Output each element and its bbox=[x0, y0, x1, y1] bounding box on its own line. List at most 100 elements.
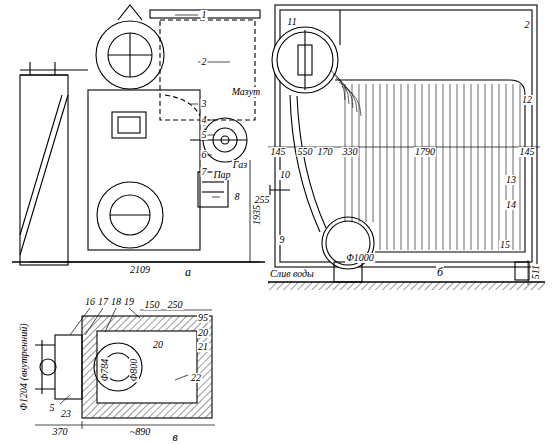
lower-drum bbox=[322, 217, 374, 269]
callout-label: ~890 bbox=[129, 427, 151, 437]
boiler-tube bbox=[380, 84, 381, 250]
callout-label: 1 bbox=[201, 10, 208, 20]
callout-label: 10 bbox=[279, 170, 291, 180]
callout-label: Газ bbox=[232, 160, 248, 170]
callout-label: 16 bbox=[84, 297, 96, 307]
callout-label: Φ800 bbox=[129, 358, 139, 383]
partition bbox=[339, 10, 340, 45]
callout-label: 5 bbox=[49, 403, 56, 413]
boiler-tube bbox=[408, 84, 409, 250]
furnace-door bbox=[112, 112, 146, 138]
callout-label: 21 bbox=[197, 342, 209, 352]
boiler-tube bbox=[499, 84, 500, 250]
callout-label: 2109 bbox=[129, 265, 151, 275]
furnace-door-inner bbox=[118, 117, 140, 133]
furnace-wall bbox=[82, 316, 212, 418]
support-leg bbox=[515, 262, 529, 280]
leader-lines bbox=[175, 375, 188, 380]
callout-label: 22 bbox=[190, 373, 202, 383]
drum-axis bbox=[110, 214, 150, 215]
boiler-tube bbox=[478, 84, 479, 250]
foundation-hatch bbox=[268, 282, 545, 290]
boiler-tube bbox=[330, 70, 345, 100]
boiler-tube bbox=[339, 82, 357, 112]
screen-tube bbox=[297, 96, 326, 228]
stair-frame bbox=[20, 75, 68, 265]
furnace-chamber bbox=[97, 331, 197, 403]
callout-label: Φ1204 (внутренний) bbox=[19, 322, 29, 411]
boiler-tube bbox=[422, 84, 423, 250]
callout-label: б bbox=[436, 266, 444, 278]
callout-label: Слив воды bbox=[269, 269, 315, 279]
callout-label: 11 bbox=[286, 17, 297, 27]
callout-label: 95 bbox=[197, 313, 209, 323]
callout-label: 150 bbox=[144, 300, 161, 310]
callout-label: 20 bbox=[197, 328, 209, 338]
boiler-tube bbox=[457, 84, 458, 250]
burner-pipe bbox=[190, 139, 247, 140]
side-section bbox=[268, 5, 545, 290]
callout-label: 18 bbox=[110, 297, 122, 307]
dimension-tick bbox=[82, 421, 83, 429]
economizer-outline bbox=[160, 20, 255, 120]
boiler-tube bbox=[520, 84, 521, 250]
callout-label: в bbox=[171, 431, 178, 443]
callout-label: 15 bbox=[499, 240, 511, 250]
blower-slat bbox=[202, 181, 224, 182]
boiler-tube bbox=[373, 84, 374, 222]
boiler-tube bbox=[436, 84, 437, 250]
callout-label: Φ784 bbox=[100, 358, 110, 383]
callout-label: 12 bbox=[521, 95, 533, 105]
callout-label: 550 bbox=[297, 147, 314, 157]
burner-body bbox=[55, 335, 82, 399]
callout-label: 2 bbox=[201, 57, 208, 67]
drum-support bbox=[334, 262, 362, 282]
boiler-tube bbox=[485, 84, 486, 250]
callout-label: Мазут bbox=[231, 87, 262, 97]
boiler-tube bbox=[401, 84, 402, 250]
leader-lines bbox=[212, 197, 220, 198]
callout-label: 145 bbox=[270, 147, 287, 157]
boiler-tube bbox=[394, 84, 395, 250]
callout-label: 511 bbox=[531, 264, 541, 280]
callout-label: Φ1000 bbox=[345, 253, 375, 263]
callout-label: 170 bbox=[317, 147, 334, 157]
boiler-casing bbox=[88, 90, 200, 250]
separator-device bbox=[298, 45, 312, 75]
boiler-tube bbox=[415, 84, 416, 250]
boiler-tube bbox=[513, 84, 514, 250]
burner-flange bbox=[35, 340, 55, 394]
callout-label: Пар bbox=[212, 170, 231, 180]
dimension-line bbox=[35, 425, 215, 426]
lower-drum-inner bbox=[110, 195, 150, 235]
separator bbox=[304, 30, 305, 90]
boiler-tubes bbox=[330, 70, 520, 250]
platform bbox=[20, 62, 88, 75]
callout-label: 2 bbox=[524, 20, 531, 30]
upper-drum bbox=[272, 27, 338, 93]
boiler-tube bbox=[336, 78, 353, 108]
callout-label: 255 bbox=[254, 195, 271, 205]
upper-drum-inner bbox=[108, 33, 152, 77]
leader-lines bbox=[175, 15, 198, 16]
boiler-tube bbox=[443, 84, 444, 250]
tube-bank-outline bbox=[335, 80, 525, 252]
leader-lines bbox=[105, 308, 116, 332]
callout-label: 250 bbox=[167, 300, 184, 310]
burner-throat bbox=[94, 343, 142, 391]
furnace-plan bbox=[35, 310, 215, 429]
callout-label: 145 bbox=[519, 147, 536, 157]
callout-label: а bbox=[184, 266, 192, 278]
boiler-tube bbox=[506, 84, 507, 250]
boiler-tube bbox=[464, 84, 465, 250]
boiler-tube bbox=[429, 84, 430, 250]
boiler-tube bbox=[471, 84, 472, 250]
callout-label: 13 bbox=[505, 175, 517, 185]
upper-drum bbox=[96, 21, 164, 89]
callout-label: 1790 bbox=[414, 147, 436, 157]
front-view bbox=[12, 5, 265, 265]
floor-line bbox=[12, 261, 265, 263]
gas-duct-outline bbox=[165, 95, 205, 130]
